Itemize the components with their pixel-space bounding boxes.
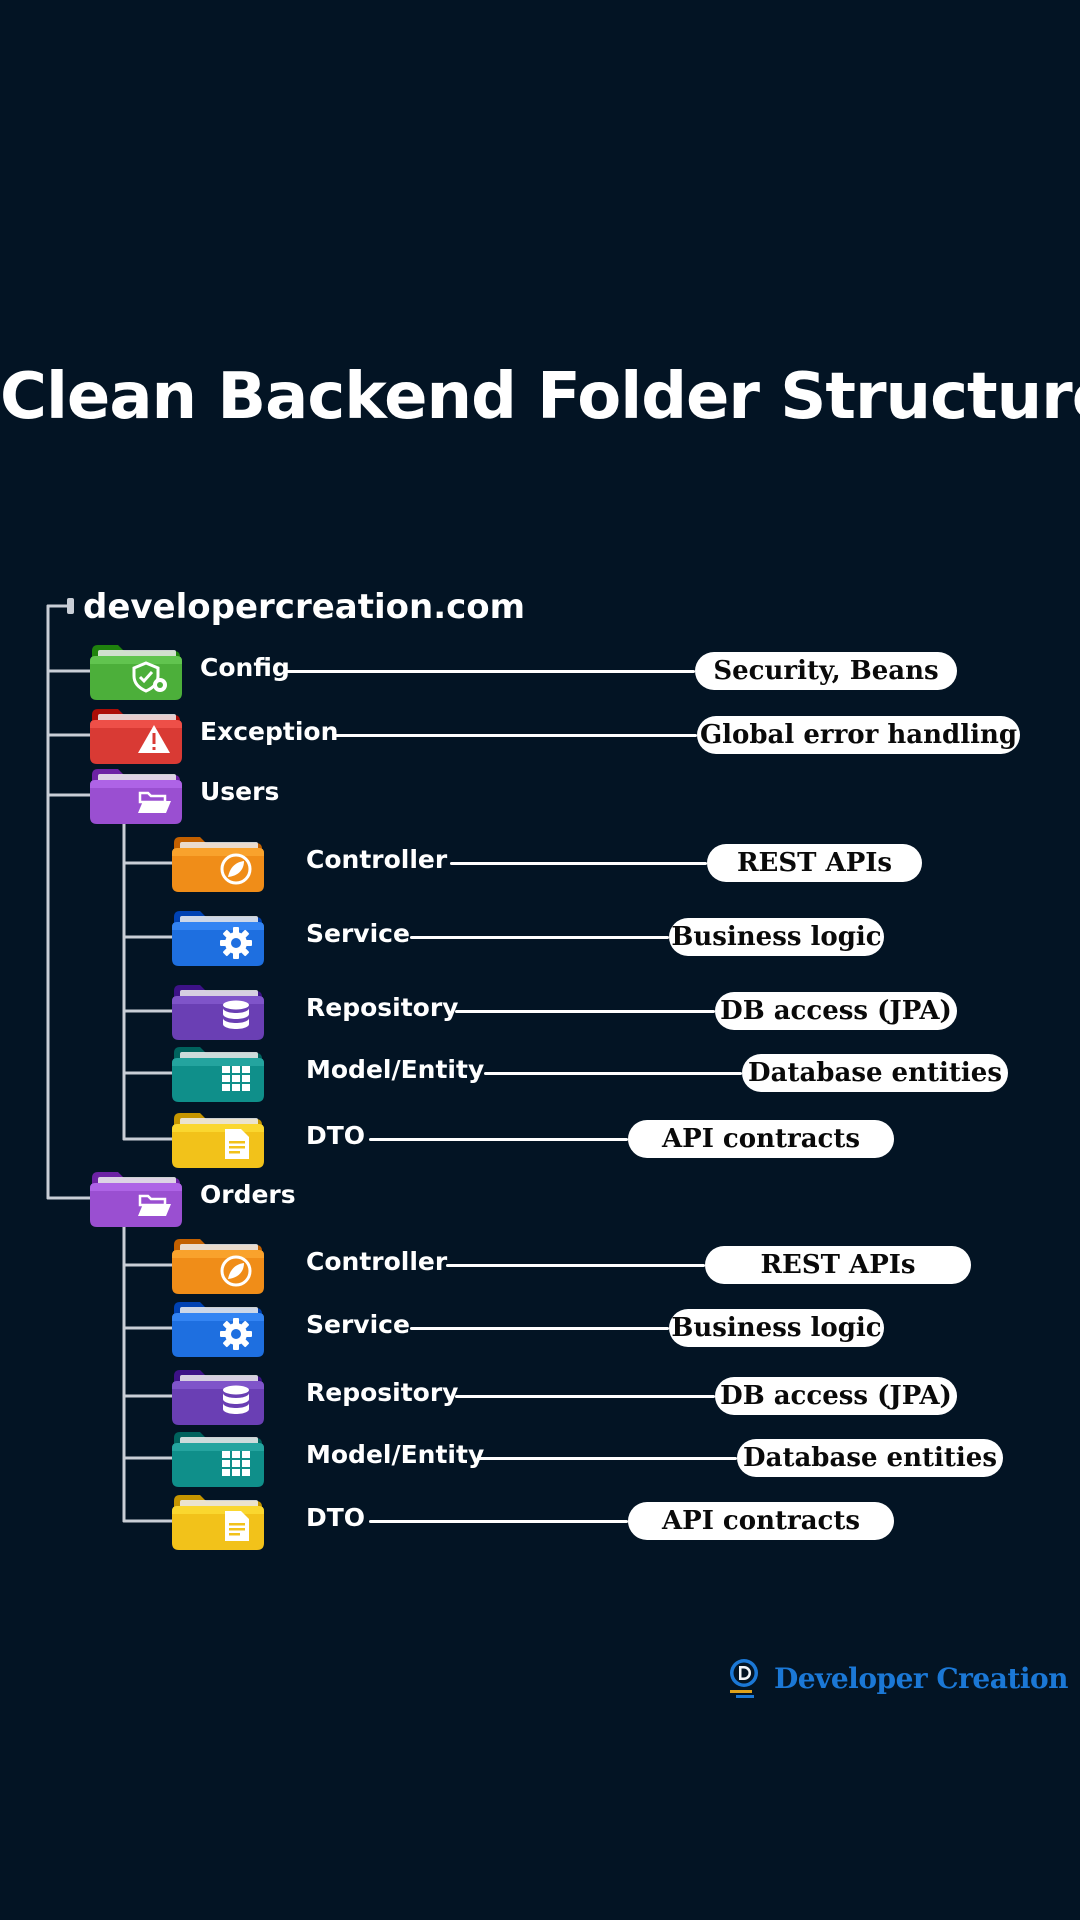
orders-service-note: Business logic [669,1309,884,1347]
root-branch-cap [67,598,74,614]
config-label[interactable]: Config [200,653,290,682]
users-repository-label[interactable]: Repository [306,993,459,1022]
orders-repository-note: DB access (JPA) [715,1377,957,1415]
orders-repository-connector [455,1395,715,1398]
users-dto-note: API contracts [628,1120,894,1158]
developer-creation-logo [730,1659,758,1698]
folder-open-icon [138,1194,171,1216]
brand-footer: Developer Creation [728,1655,1068,1701]
orders-model-entity-connector [478,1457,737,1460]
database-icon [223,1385,249,1414]
orders-dto-note: API contracts [628,1502,894,1540]
shield-gear-icon [132,661,167,693]
orders-service-folder[interactable] [170,1296,266,1364]
config-connector [286,670,695,673]
users-dto-connector [369,1138,628,1141]
users-folder[interactable] [88,763,184,831]
users-model-entity-connector [484,1072,742,1075]
users-controller-folder[interactable] [170,831,266,899]
users-repository-connector [455,1010,715,1013]
orders-label[interactable]: Orders [200,1180,296,1209]
spring-leaf-icon [220,1255,252,1287]
orders-dto-folder[interactable] [170,1489,266,1557]
document-icon [225,1511,249,1541]
page-title: Clean Backend Folder Structure [0,360,1080,434]
users-controller-label[interactable]: Controller [306,845,448,874]
orders-folder[interactable] [88,1166,184,1234]
brand-name: Developer Creation [774,1661,1068,1695]
spring-leaf-icon [220,853,252,885]
orders-model-entity-folder[interactable] [170,1426,266,1494]
users-repository-note: DB access (JPA) [715,992,957,1030]
users-label[interactable]: Users [200,777,280,806]
orders-dto-connector [369,1520,628,1523]
users-repository-folder[interactable] [170,979,266,1047]
gear-icon [220,927,252,959]
orders-dto-label[interactable]: DTO [306,1503,366,1532]
orders-controller-connector [446,1264,705,1267]
config-note: Security, Beans [695,652,957,690]
table-grid-icon [222,1451,250,1476]
orders-controller-label[interactable]: Controller [306,1247,448,1276]
users-controller-note: REST APIs [707,844,922,882]
orders-repository-label[interactable]: Repository [306,1378,459,1407]
config-folder[interactable] [88,639,184,707]
exception-note: Global error handling [697,716,1020,754]
users-dto-label[interactable]: DTO [306,1121,366,1150]
orders-controller-note: REST APIs [705,1246,971,1284]
exception-folder[interactable] [88,703,184,771]
table-grid-icon [222,1066,250,1091]
users-model-entity-label[interactable]: Model/Entity [306,1055,485,1084]
document-icon [225,1129,249,1159]
orders-model-entity-label[interactable]: Model/Entity [306,1440,485,1469]
folder-open-icon [138,791,171,813]
orders-service-label[interactable]: Service [306,1310,410,1339]
users-controller-connector [450,862,707,865]
users-model-entity-note: Database entities [742,1054,1008,1092]
orders-service-connector [410,1327,669,1330]
users-dto-folder[interactable] [170,1107,266,1175]
users-model-entity-folder[interactable] [170,1041,266,1109]
root-folder-label: developercreation.com [83,587,526,627]
orders-model-entity-note: Database entities [737,1439,1003,1477]
users-service-note: Business logic [669,918,884,956]
users-service-folder[interactable] [170,905,266,973]
database-icon [223,1000,249,1029]
orders-repository-folder[interactable] [170,1364,266,1432]
users-service-label[interactable]: Service [306,919,410,948]
orders-controller-folder[interactable] [170,1233,266,1301]
gear-icon [220,1318,252,1350]
exception-label[interactable]: Exception [200,717,339,746]
exception-connector [334,734,697,737]
users-service-connector [410,936,669,939]
warning-icon [138,725,170,753]
